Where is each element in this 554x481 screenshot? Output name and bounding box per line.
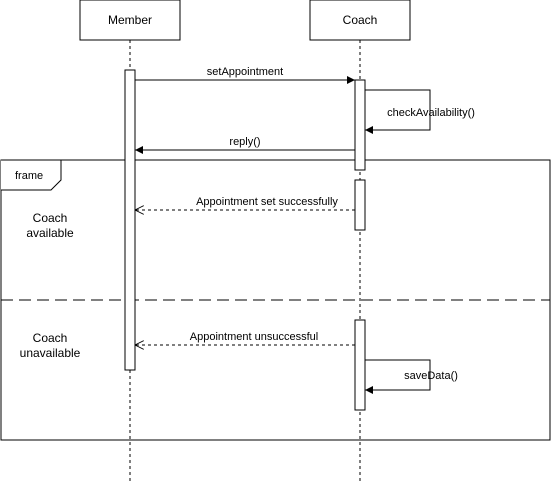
message-save-data-label: saveData() [404, 370, 458, 382]
message-check-availability-label: checkAvailability() [387, 107, 475, 119]
message-set-appointment-label: setAppointment [207, 66, 283, 78]
message-save-data-arrow[interactable] [365, 359, 431, 394]
participant-member-box[interactable] [79, 0, 181, 41]
guard-unavailable-line1: Coach [33, 331, 68, 345]
participant-coach-label: Coach [343, 13, 378, 27]
guard-available-line1: Coach [33, 211, 68, 225]
activation-member[interactable] [124, 69, 136, 371]
activation-coach-3[interactable] [354, 319, 366, 411]
guard-available-line2: available [26, 226, 74, 240]
message-appointment-set-label: Appointment set successfully [196, 196, 338, 208]
frame-label: frame [15, 170, 43, 182]
frame-label-tab [1, 159, 62, 191]
activation-coach-2[interactable] [354, 179, 366, 231]
message-check-availability-arrow[interactable] [365, 89, 431, 134]
message-appointment-unsuccessful-label: Appointment unsuccessful [190, 331, 318, 343]
participant-member-label: Member [108, 13, 152, 27]
message-reply-label: reply() [229, 136, 260, 148]
activation-coach-1[interactable] [354, 79, 366, 171]
guard-unavailable-line2: unavailable [20, 346, 81, 360]
participant-coach-box[interactable] [309, 0, 411, 41]
